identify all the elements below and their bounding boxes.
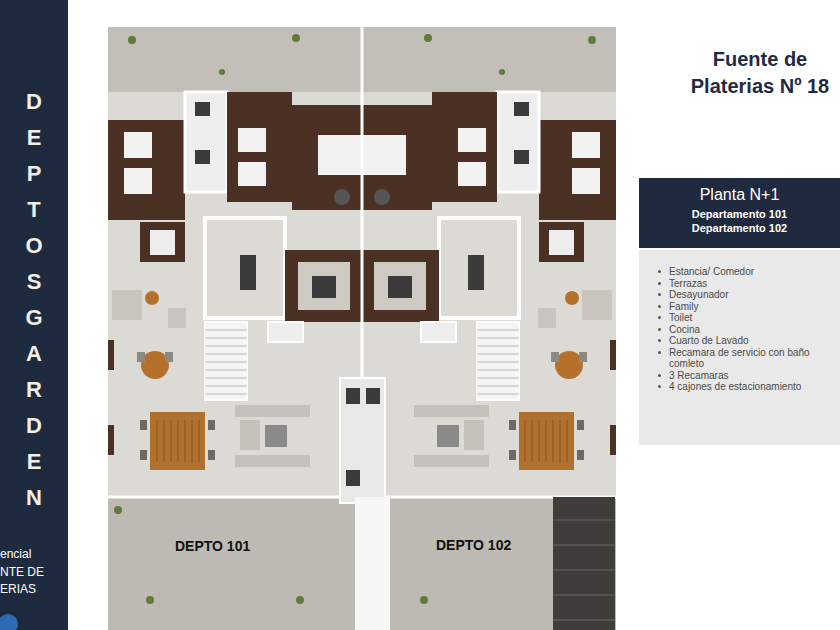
unit-label: DEPTO 102 [436, 537, 511, 553]
heading-text: Planta N+1 [649, 186, 830, 204]
feature-item: 4 cajones de estacionamiento [669, 381, 826, 393]
feature-item: Toilet [669, 312, 826, 324]
feature-item: Cuarto de Lavado [669, 335, 826, 347]
feature-item: Cocina [669, 324, 826, 336]
brand-fragment: ERIAS [0, 582, 36, 596]
apartment-half [108, 27, 362, 630]
feature-item: Family [669, 301, 826, 313]
feature-item: Desayunador [669, 289, 826, 301]
feature-item: Estancia/ Comedor [669, 266, 826, 278]
heading-text: Departamento 101 [649, 208, 830, 222]
unit-label: DEPTO 101 [175, 538, 250, 554]
page-title: Fuente de Platerias Nº 18 [672, 46, 840, 100]
feature-list-box: Estancia/ ComedorTerrazasDesayunadorFami… [639, 250, 840, 445]
heading-text: Departamento 102 [649, 222, 830, 236]
side-band [0, 0, 68, 630]
feature-item: 3 Recamaras [669, 370, 826, 382]
feature-item: Recamara de servicio con baño comleto [669, 347, 826, 370]
brand-fragment: NTE DE [0, 565, 44, 579]
plan-heading-box: Planta N+1Departamento 101Departamento 1… [639, 178, 840, 248]
page-badge [0, 614, 18, 630]
vertical-brand: DEPTOS GARDEN [23, 84, 45, 516]
feature-item: Terrazas [669, 278, 826, 290]
brand-fragment: encial [0, 547, 31, 561]
